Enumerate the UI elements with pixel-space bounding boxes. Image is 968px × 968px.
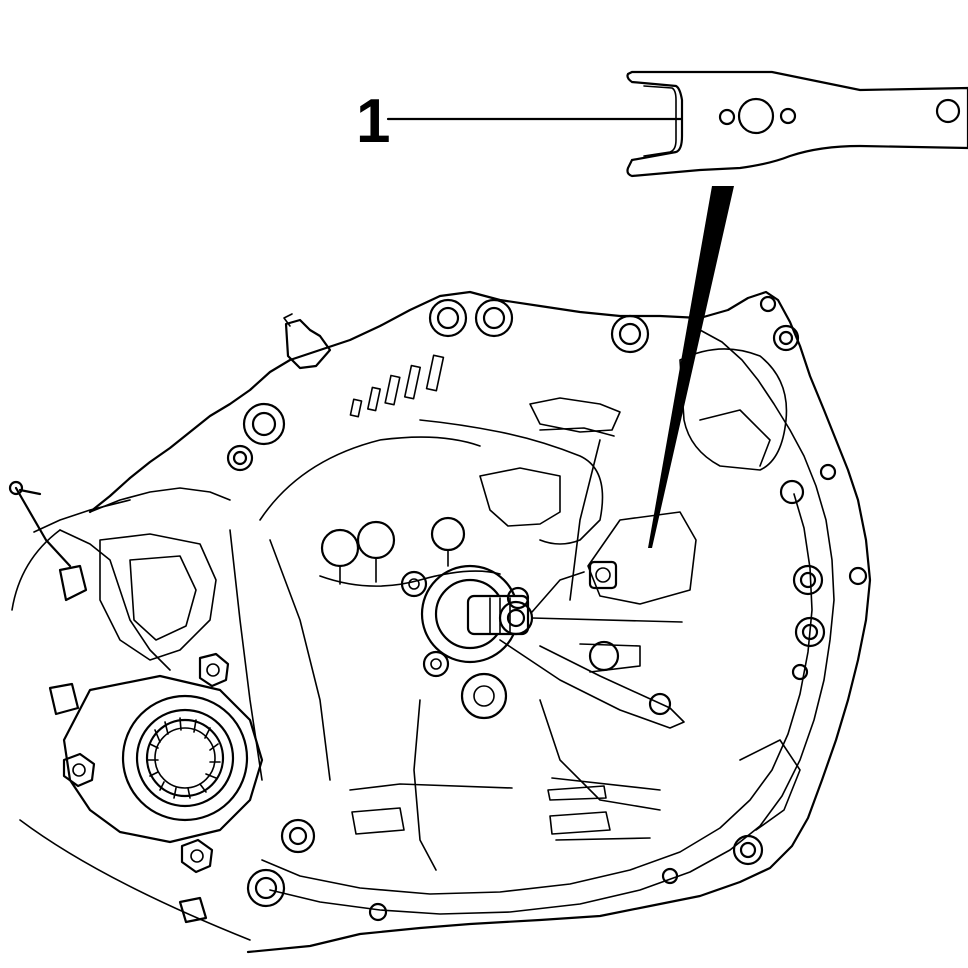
vent-slots <box>349 354 445 418</box>
input-shaft-area <box>229 436 685 871</box>
callout-number-1: 1 <box>356 87 390 156</box>
output-bearing <box>62 652 264 874</box>
transmission-housing <box>8 290 872 954</box>
clutch-release-fork <box>626 70 968 178</box>
location-pointer-wedge <box>648 186 734 548</box>
